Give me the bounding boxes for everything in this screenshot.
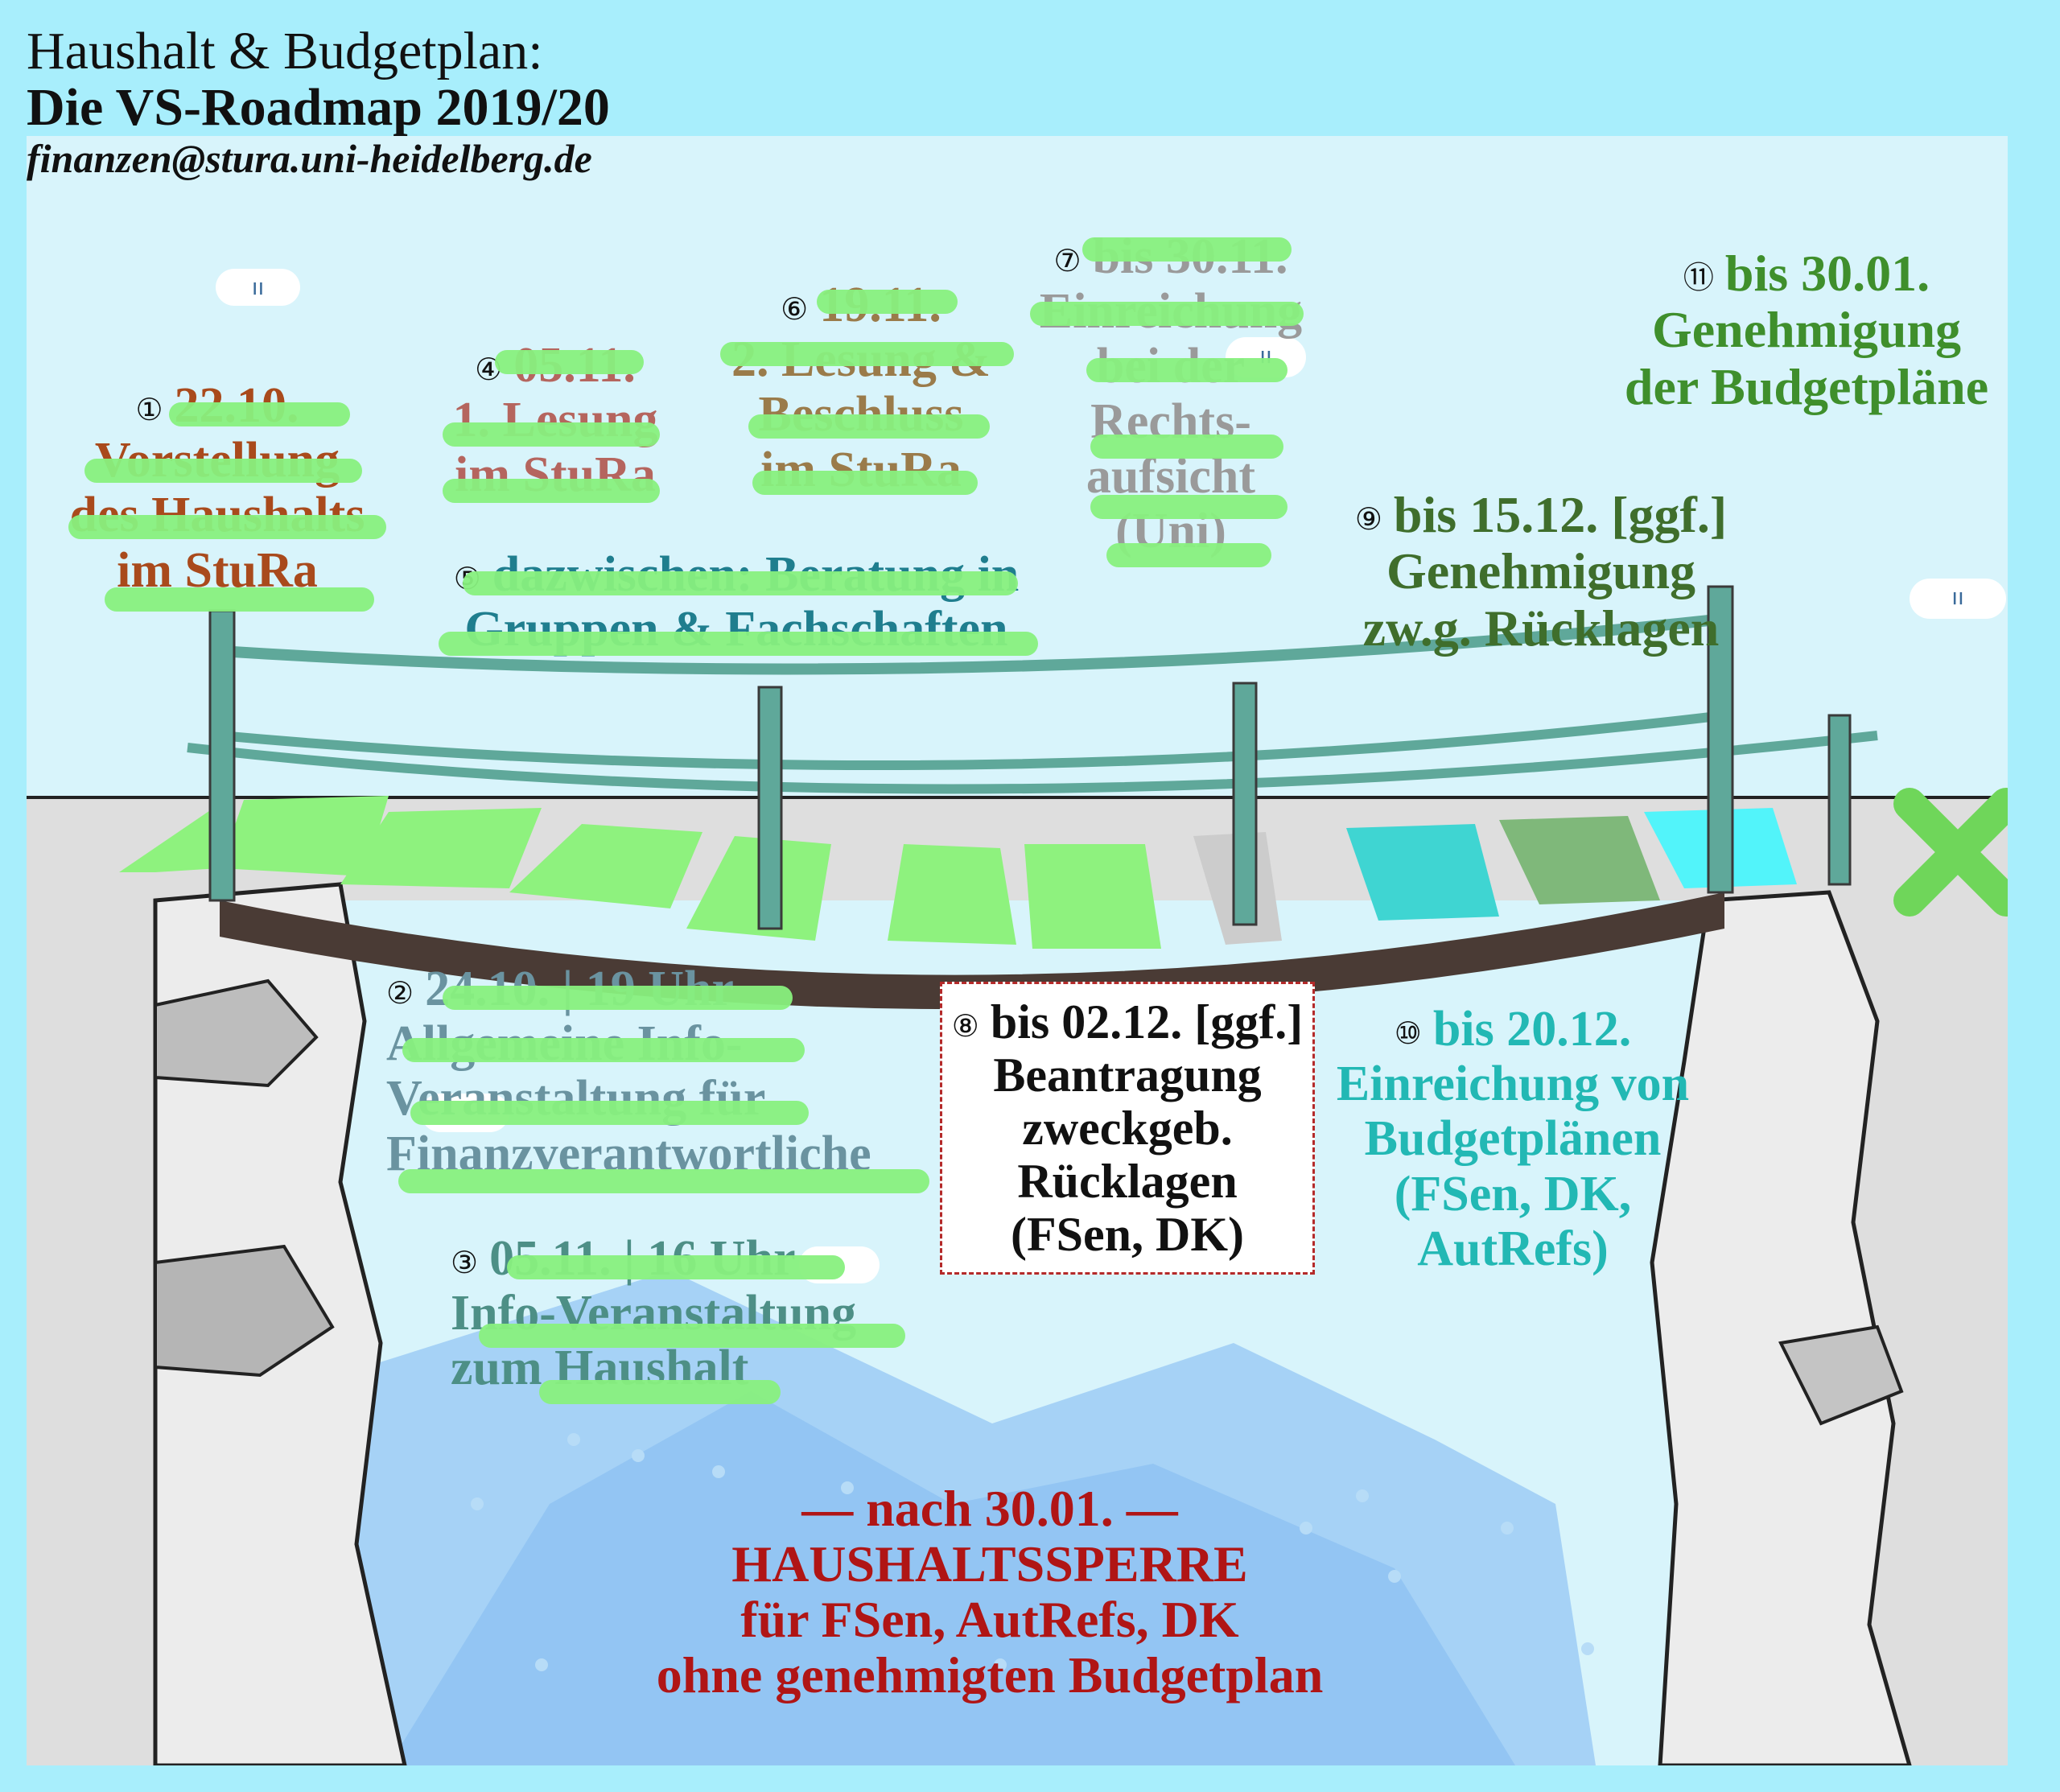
water-drops bbox=[471, 1433, 1594, 1671]
strikeout-mark bbox=[1086, 358, 1288, 382]
bridge-rope-top bbox=[219, 613, 1725, 675]
strikeout-mark bbox=[402, 1038, 805, 1062]
milestone-8-line: (FSen, DK) bbox=[1011, 1208, 1244, 1261]
title-line-2: Die VS-Roadmap 2019/20 bbox=[27, 78, 610, 137]
cloud-icon: ıı bbox=[216, 269, 300, 306]
milestone-9-date: bis 15.12. [ggf.] bbox=[1393, 486, 1728, 543]
milestone-10-line: (FSen, DK, bbox=[1394, 1166, 1632, 1221]
milestone-8-line: Rücklagen bbox=[1017, 1155, 1238, 1208]
milestone-6-number: ⑥ bbox=[781, 290, 809, 327]
milestone-11-line: der Budgetpläne bbox=[1624, 357, 1989, 415]
left-cliff-rock bbox=[154, 978, 319, 1088]
milestone-8-line: Beantragung bbox=[993, 1048, 1262, 1102]
warning-line: ohne genehmigten Budgetplan bbox=[656, 1646, 1324, 1704]
bridge-plank bbox=[119, 804, 220, 872]
strikeout-mark bbox=[507, 1255, 845, 1279]
cross-mark-icon bbox=[1893, 788, 2008, 917]
strikeout-mark bbox=[748, 414, 990, 439]
strikeout-mark bbox=[479, 1324, 905, 1348]
milestone-9-number: ⑨ bbox=[1354, 501, 1382, 538]
warning-line: — nach 30.01. — bbox=[801, 1480, 1178, 1537]
bridge-plank bbox=[509, 824, 702, 908]
right-cliff bbox=[1650, 890, 1912, 1765]
title-line-1: Haushalt & Budgetplan: bbox=[27, 22, 543, 80]
strikeout-mark bbox=[84, 459, 362, 483]
water-mountains-back bbox=[389, 1391, 1515, 1765]
milestone-9: ⑨ bis 15.12. [ggf.] Genehmigung zw.g. Rüc… bbox=[1320, 486, 1762, 657]
milestone-1-number: ① bbox=[135, 391, 163, 427]
strikeout-mark bbox=[1090, 495, 1288, 519]
strikeout-mark bbox=[463, 571, 1018, 595]
milestone-11-line: Genehmigung bbox=[1651, 301, 1962, 359]
milestone-10-date: bis 20.12. bbox=[1432, 1002, 1632, 1057]
milestone-9-line: zw.g. Rücklagen bbox=[1362, 599, 1720, 657]
right-cliff-rock bbox=[1778, 1324, 1904, 1426]
bridge-plank bbox=[220, 796, 389, 876]
scene-panel: ıı ıı ıı bbox=[27, 136, 2008, 1765]
strikeout-mark bbox=[410, 1101, 809, 1125]
strikeout-mark bbox=[1106, 543, 1271, 567]
bridge-plank bbox=[1024, 844, 1161, 949]
milestone-11: ⑪ bis 30.01. Genehmigung der Budgetpläne bbox=[1581, 245, 2032, 415]
bridge-plank bbox=[888, 844, 1016, 945]
scene-illustration bbox=[27, 585, 2008, 1765]
warning-headline: HAUSHALTSSPERRE bbox=[731, 1535, 1248, 1593]
bridge-deck bbox=[220, 892, 1724, 1010]
strikeout-mark bbox=[1030, 302, 1304, 326]
bridge-post bbox=[1707, 585, 1734, 894]
milestone-10-line: AutRefs) bbox=[1417, 1221, 1609, 1276]
milestone-10-line: Budgetplänen bbox=[1364, 1111, 1662, 1167]
strikeout-mark bbox=[398, 1169, 929, 1193]
strikeout-mark bbox=[720, 342, 1014, 366]
strikeout-mark bbox=[1090, 435, 1283, 459]
bridge-post bbox=[208, 609, 236, 902]
warning-line: für FSen, AutRefs, DK bbox=[740, 1591, 1239, 1649]
bridge-post bbox=[1232, 682, 1258, 926]
strikeout-mark bbox=[443, 422, 660, 447]
strikeout-mark bbox=[817, 290, 958, 314]
bridge-plank bbox=[1499, 816, 1660, 904]
strikeout-mark bbox=[439, 632, 1038, 656]
milestone-3-number: ③ bbox=[451, 1244, 479, 1280]
bridge-plank bbox=[1346, 824, 1499, 921]
milestone-11-date: bis 30.01. bbox=[1724, 245, 1930, 302]
milestone-8: ⑧ bis 02.12. [ggf.] Beantragung zweckgeb.… bbox=[940, 982, 1315, 1275]
milestone-9-line: Genehmigung bbox=[1386, 542, 1696, 600]
strikeout-mark bbox=[443, 479, 660, 503]
budget-freeze-warning: — nach 30.01. — HAUSHALTSSPERRE für FSen… bbox=[547, 1481, 1432, 1703]
cloud-icon: ıı bbox=[1910, 579, 2006, 619]
strikeout-mark bbox=[443, 986, 793, 1010]
milestone-7-number: ⑦ bbox=[1053, 242, 1082, 278]
strikeout-mark bbox=[495, 350, 644, 374]
milestone-8-number: ⑧ bbox=[951, 1008, 979, 1044]
strikeout-mark bbox=[1082, 237, 1292, 262]
milestone-10-line: Einreichung von bbox=[1336, 1057, 1690, 1112]
strikeout-mark bbox=[105, 587, 374, 612]
milestone-10-number: ⑩ bbox=[1394, 1015, 1422, 1051]
strikeout-mark bbox=[169, 402, 350, 426]
milestone-8-line: zweckgeb. bbox=[1022, 1102, 1233, 1155]
milestone-2-number: ② bbox=[386, 974, 414, 1011]
bridge-post bbox=[757, 686, 783, 930]
bridge-plank bbox=[340, 808, 542, 888]
bridge-post bbox=[1827, 714, 1852, 886]
bridge-rope-lower bbox=[187, 731, 1878, 794]
left-cliff-rock-2 bbox=[154, 1244, 335, 1378]
milestone-10: ⑩ bis 20.12. Einreichung von Budgetplänen… bbox=[1304, 1002, 1722, 1276]
contact-email[interactable]: finanzen@stura.uni-heidelberg.de bbox=[27, 136, 592, 181]
strikeout-mark bbox=[539, 1380, 781, 1404]
strikeout-mark bbox=[752, 471, 978, 495]
bridge-rope-middle bbox=[219, 711, 1725, 771]
milestone-11-number: ⑪ bbox=[1683, 260, 1714, 296]
strikeout-mark bbox=[68, 515, 386, 539]
milestone-8-date: bis 02.12. [ggf.] bbox=[990, 995, 1304, 1048]
